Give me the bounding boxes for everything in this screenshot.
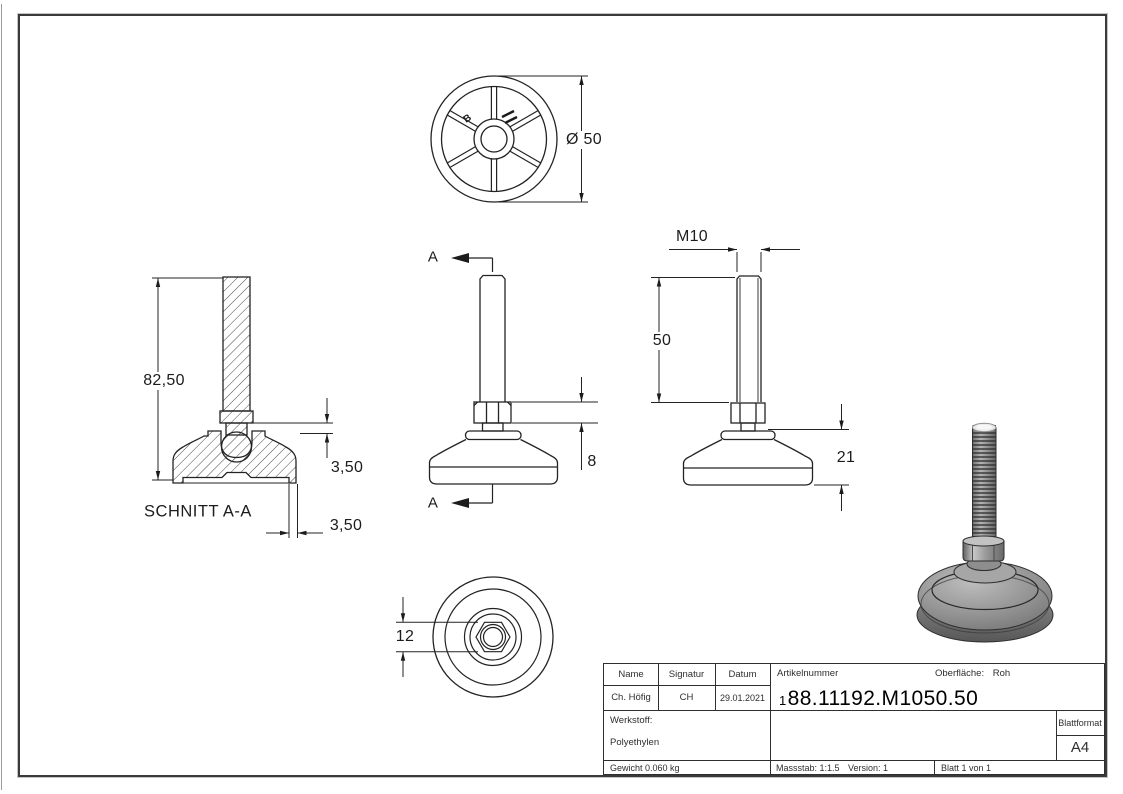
value-signatur: CH — [679, 692, 694, 703]
oberflaeche-value: Roh — [992, 668, 1011, 679]
section-letter-top: A — [427, 248, 439, 266]
oberflaeche: Oberfläche: Roh — [935, 668, 1010, 679]
artikelnummer: 188.11192.M1050.50 — [779, 687, 978, 711]
oberflaeche-label: Oberfläche: — [935, 668, 985, 679]
gewicht: Gewicht 0.060 kg — [610, 763, 680, 773]
dim-base-height: 21 — [836, 449, 856, 466]
dim-nut-height: 8 — [587, 453, 597, 470]
blatt: Blatt 1 von 1 — [941, 763, 992, 773]
dim-thread-length: 50 — [650, 332, 674, 350]
version: Version: 1 — [848, 763, 889, 773]
section-view — [152, 276, 333, 538]
dim-wall-thickness: 3,50 — [329, 517, 363, 534]
sheet-edge — [1, 4, 2, 790]
title-block: Name Signatur Datum Ch. Höfig CH 29.01.2… — [603, 663, 1105, 775]
blattformat-label: Blattformat — [1058, 717, 1102, 728]
section-letter-bottom: A — [427, 494, 439, 512]
artikelnummer-value: 88.11192.M1050.50 — [787, 687, 979, 710]
massstab: Massstab: 1:1.5 — [776, 763, 840, 773]
dim-outer-diameter: Ø 50 — [564, 131, 604, 149]
section-title: SCHNITT A-A — [144, 502, 252, 521]
dim-hex-width: 12 — [393, 628, 417, 646]
front-view — [428, 253, 598, 508]
mold-mark-lines — [501, 109, 518, 125]
dim-gap: 3,50 — [330, 459, 364, 476]
side-view — [651, 247, 849, 511]
dim-overall-height: 82,50 — [141, 372, 187, 390]
header-name: Name — [618, 669, 644, 680]
value-name: Ch. Höfig — [611, 692, 651, 703]
bottom-view — [396, 576, 554, 698]
header-datum: Datum — [728, 669, 757, 680]
drawing-frame — [17, 13, 1108, 778]
artikelnummer-label: Artikelnummer — [777, 668, 839, 679]
blattformat-value: A4 — [1070, 739, 1090, 756]
werkstoff-label: Werkstoff: — [610, 715, 653, 726]
dim-thread: M10 — [675, 228, 709, 245]
header-signatur: Signatur — [668, 669, 705, 680]
part-3d-render — [916, 422, 1054, 643]
artikelnummer-prefix: 1 — [779, 693, 787, 708]
werkstoff-value: Polyethylen — [610, 737, 660, 748]
top-view: B — [430, 75, 588, 203]
value-datum: 29.01.2021 — [719, 692, 766, 703]
